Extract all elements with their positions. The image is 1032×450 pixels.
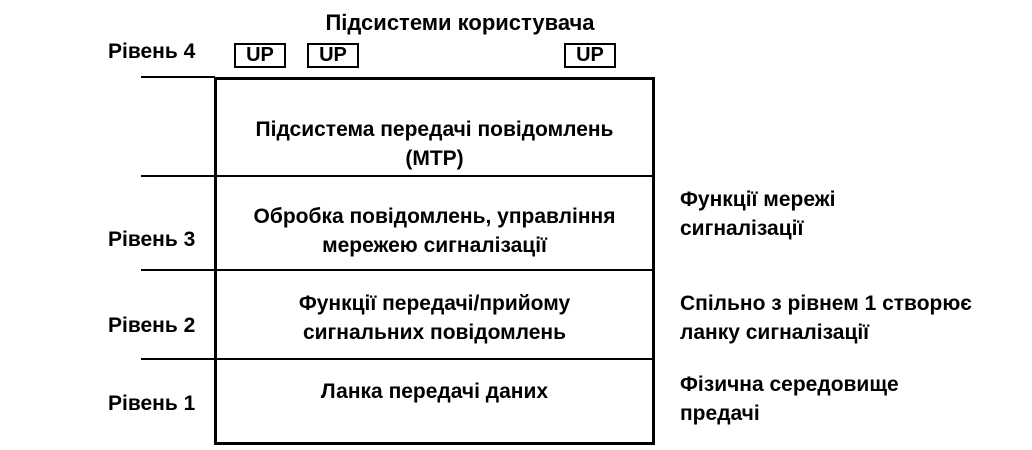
level-2-note-line-1: Спільно з рівнем 1 створює <box>680 292 972 315</box>
mtp-level-3-divider <box>141 175 655 177</box>
mtp-title-line-1: Підсистема передачі повідомлень <box>255 118 614 141</box>
level-3-label: Рівень 3 <box>108 228 196 251</box>
level-3-layer-text: Обробка повідомлень, управління мережею … <box>214 202 655 260</box>
level-3-level-2-divider <box>141 269 655 271</box>
mtp-title: Підсистема передачі повідомлень (МТР) <box>214 115 655 173</box>
level-1-note-line-1: Фізична середовище <box>680 373 899 396</box>
level-3-note: Функції мережі сигналізації <box>680 185 835 243</box>
level-3-note-line-2: сигналізації <box>680 217 804 240</box>
mtp-title-line-2: (МТР) <box>405 147 464 170</box>
level-1-note: Фізична середовище предачі <box>680 370 899 428</box>
user-part-box-3: UP <box>564 43 616 68</box>
level-2-note: Спільно з рівнем 1 створює ланку сигналі… <box>680 289 972 347</box>
user-subsystems-title: Підсистеми користувача <box>325 10 595 35</box>
level-1-line-1: Ланка передачі даних <box>320 380 549 403</box>
level-4-label: Рівень 4 <box>108 40 196 63</box>
level-1-label: Рівень 1 <box>108 392 196 415</box>
level-2-level-1-divider <box>141 358 655 360</box>
level-3-line-2: мережею сигналізації <box>322 234 547 257</box>
level-2-label: Рівень 2 <box>108 314 196 337</box>
level-1-note-line-2: предачі <box>680 402 760 425</box>
level-1-layer-text: Ланка передачі даних <box>214 377 655 406</box>
level-3-line-1: Обробка повідомлень, управління <box>253 205 616 228</box>
level-2-line-1: Функції передачі/прийому <box>298 292 571 315</box>
level-3-note-line-1: Функції мережі <box>680 188 836 211</box>
user-part-box-1: UP <box>234 43 286 68</box>
level-4-top-line <box>141 76 215 78</box>
level-2-line-2: сигнальних повідомлень <box>302 321 567 344</box>
mtp-stack-box <box>214 77 655 445</box>
user-part-box-2: UP <box>307 43 359 68</box>
level-2-layer-text: Функції передачі/прийому сигнальних пові… <box>214 289 655 347</box>
level-2-note-line-2: ланку сигналізації <box>680 321 870 344</box>
